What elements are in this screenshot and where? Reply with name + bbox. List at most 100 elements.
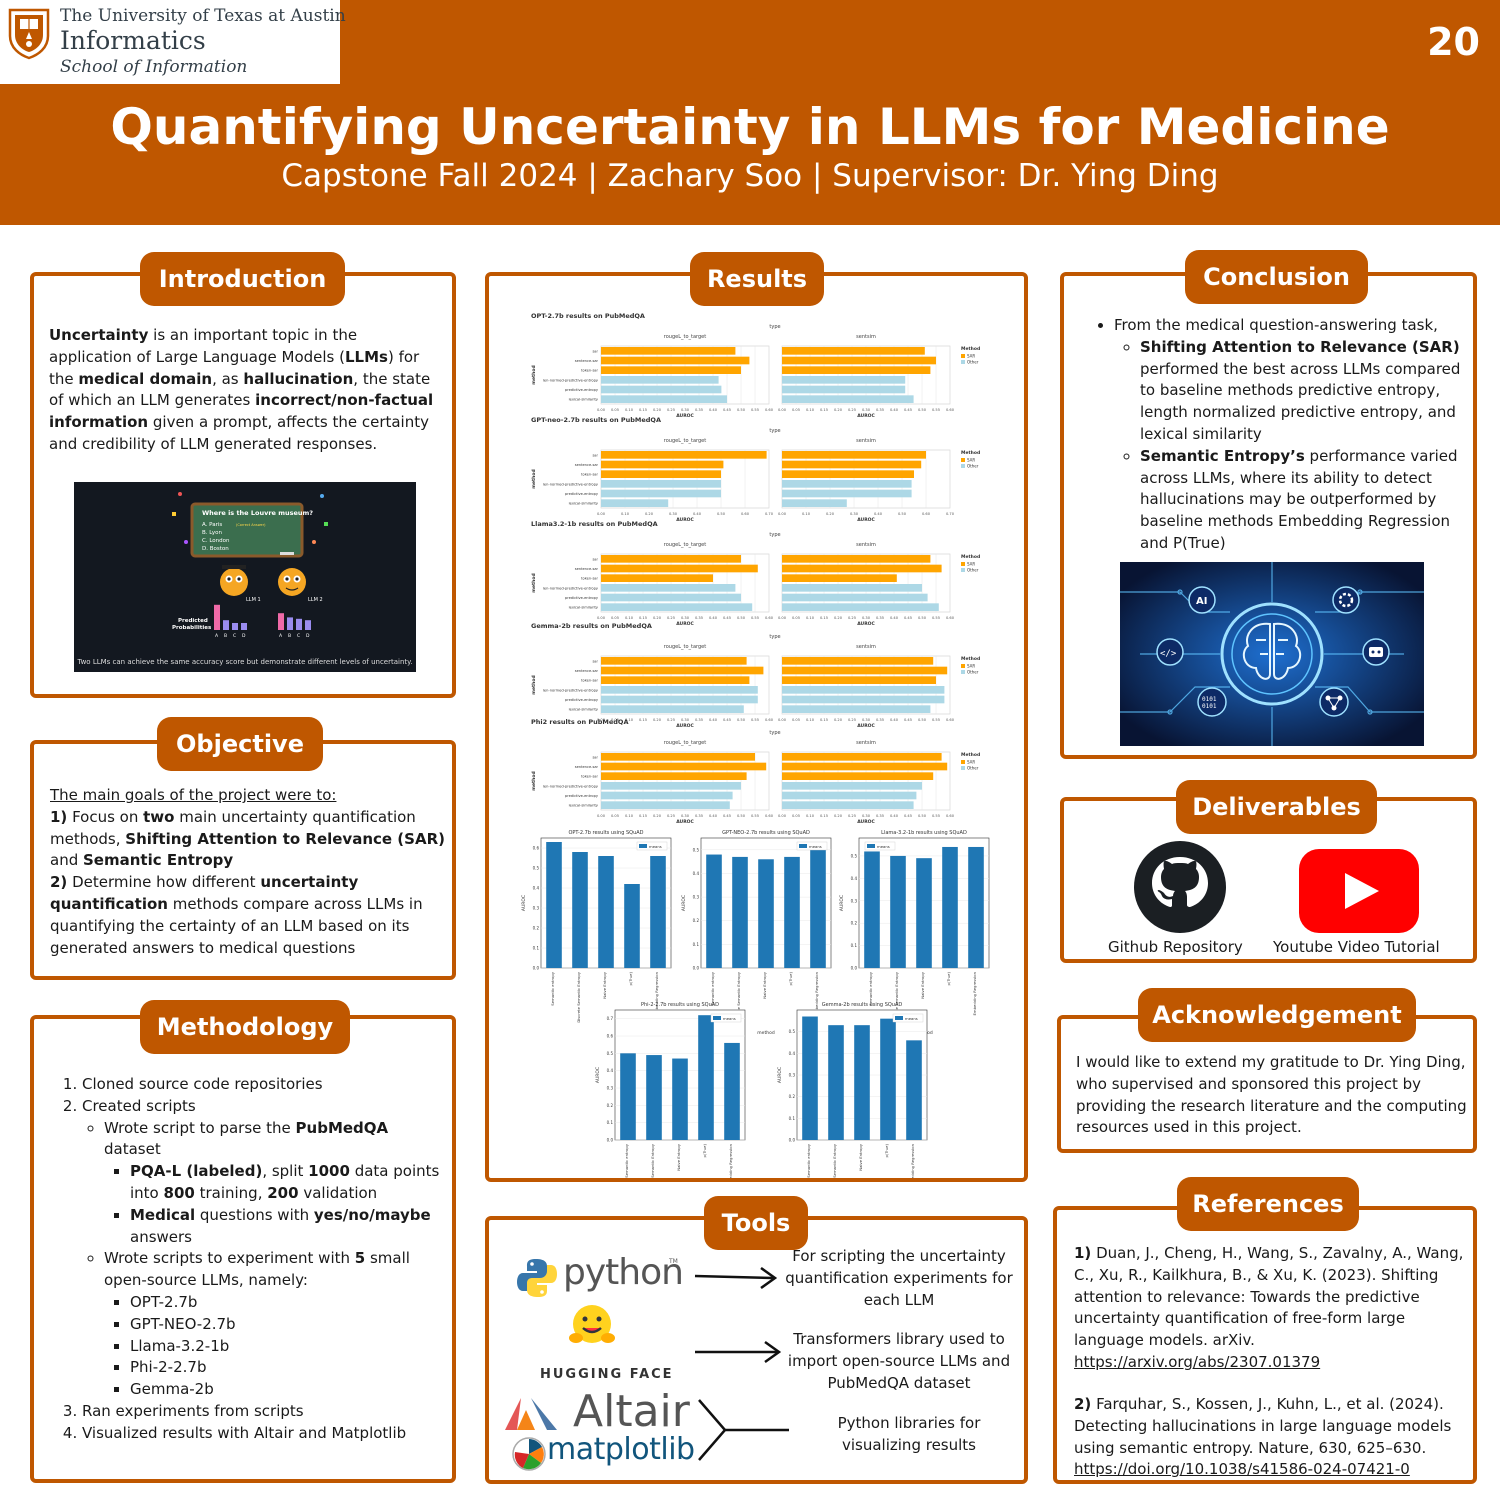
probability-bar [278,613,284,630]
x-tick-label: Embedding Regression [654,971,659,1015]
pubmedqa-chart: OPT-2.7b results on PubMedQAtyperougeL_t… [531,312,980,419]
facet-header: type [769,634,780,640]
x-tick-label: 0.60 [765,616,774,620]
arrow-icon [695,1340,782,1364]
llm1-label: LLM 1 [246,597,261,603]
network-icon [1319,687,1349,717]
auroc-bar [601,460,724,469]
bold-text: Semantic Entropy [83,851,234,870]
matplotlib-wordmark: matplotlib [547,1432,695,1467]
hugging-face-wordmark: HUGGING FACE [540,1367,674,1382]
x-tick-label: 0.50 [918,814,927,818]
x-tick-label: 0.05 [611,616,619,620]
svg-text:AI: AI [1196,596,1207,607]
x-tick-label: Discrete Semantic Entropy [576,971,581,1022]
pubmedqa-chart: Gemma-2b results on PubMedQAtyperougeL_t… [531,622,980,729]
x-tick-label: 0.55 [751,408,759,412]
legend-label: means [723,1016,736,1021]
y-tick-label: 0.2 [789,1094,796,1099]
y-tick-label: lexical-similarity [569,708,599,712]
auroc-bar [782,366,931,374]
y-axis-label: method [531,675,537,694]
youtube-logo-icon[interactable] [1297,847,1421,935]
x-tick-label: Embedding Regression [972,971,977,1015]
model-list: OPT-2.7b GPT-NEO-2.7b Llama-3.2-1b Phi-2… [104,1292,444,1401]
x-tick-label: Discrete Semantic Entropy [650,1143,655,1178]
reference-2-link[interactable]: https://doi.org/10.1038/s41586-024-07421… [1074,1460,1410,1479]
x-tick-label: 0.45 [723,616,731,620]
auroc-bar [601,657,747,665]
github-repository-link[interactable]: Github Repository [1108,938,1243,956]
x-tick-label: 0.40 [890,408,899,412]
hugging-face-logo-icon [569,1305,615,1343]
text-run: answers [130,1227,192,1246]
legend-label: means [649,844,662,849]
text-run: training, [194,1183,268,1202]
university-name: The University of Texas at Austin [60,6,346,26]
x-tick-label: 0.15 [639,616,647,620]
text-run: Wrote script to parse the [104,1118,296,1137]
auroc-bar [601,574,713,582]
x-tick-label: 0.55 [751,616,759,620]
model-item: OPT-2.7b [130,1292,444,1314]
text-run: , as [212,369,244,388]
github-logo-icon[interactable] [1132,839,1228,935]
reference-2: 2) Farquhar, S., Kossen, J., Kuhn, L., e… [1074,1394,1469,1481]
auroc-bar [782,705,931,713]
x-tick-label: 0.20 [653,616,662,620]
x-tick-label: 0.25 [667,814,675,818]
auroc-bar [724,1042,740,1140]
x-tick-label: 0.25 [667,616,675,620]
x-tick-label: 0.20 [834,408,843,412]
y-tick-label: 0.5 [533,866,540,871]
legend-swatch [961,766,965,770]
ut-seal-icon [8,8,50,60]
legend-swatch [961,664,965,668]
facet-label: rougeL_to_target [664,334,706,340]
facet-label: rougeL_to_target [664,740,706,746]
x-tick-label: 0.20 [826,512,835,516]
choice-letter: A [215,633,219,639]
auroc-bar [782,489,912,498]
x-tick-label: 0.20 [645,512,654,516]
conclusion-text: From the medical question-answering task… [1064,315,1469,555]
x-tick-label: Semantic entropy [624,1143,629,1177]
x-tick-label: 0.40 [890,616,899,620]
visualization-description: Python libraries for visualizing results [837,1414,981,1454]
legend-title: Method [961,346,980,352]
x-tick-label: 0.00 [778,512,787,516]
x-axis-label: AUROC [676,517,694,523]
legend-label: means [809,844,822,849]
bold-text: medical domain [78,369,213,388]
x-tick-label: p(True) [884,1143,889,1157]
auroc-bar [782,385,906,394]
objective-heading: Objective [157,717,323,771]
legend-label: means [877,844,890,849]
squad-chart: GPT-NEO-2.7b results using SQuAD0.00.10.… [681,830,832,1036]
auroc-bar [782,347,925,355]
y-tick-label: 0.4 [693,871,700,876]
step-scripts: Created scripts Wrote script to parse th… [82,1096,444,1401]
auroc-bar [906,1040,922,1140]
auroc-bar [601,376,719,384]
y-tick-label: 0.2 [693,918,700,923]
probability-bar [296,618,302,630]
facet-label: sentsim [856,334,876,340]
x-tick-label: 0.20 [653,814,662,818]
y-tick-label: predictive-entropy [565,492,599,496]
llm1-mascot-icon [220,565,248,596]
methodology-heading: Methodology [140,1000,350,1054]
auroc-bar [782,603,939,611]
auroc-bar [784,856,800,968]
text-run: data points into [130,1162,440,1202]
x-tick-label: 0.35 [876,814,884,818]
reference-1-link[interactable]: https://arxiv.org/abs/2307.01379 [1074,1352,1321,1371]
tools-heading: Tools [704,1196,808,1250]
x-tick-label: Semantic entropy [868,971,873,1005]
x-tick-label: 0.15 [639,718,647,722]
youtube-tutorial-link[interactable]: Youtube Video Tutorial [1273,938,1440,956]
y-tick-label: 0.6 [607,1034,614,1039]
x-tick-label: 0.45 [904,814,912,818]
reference-2-citation: Farquhar, S., Kossen, J., Kuhn, L., et a… [1074,1395,1452,1457]
